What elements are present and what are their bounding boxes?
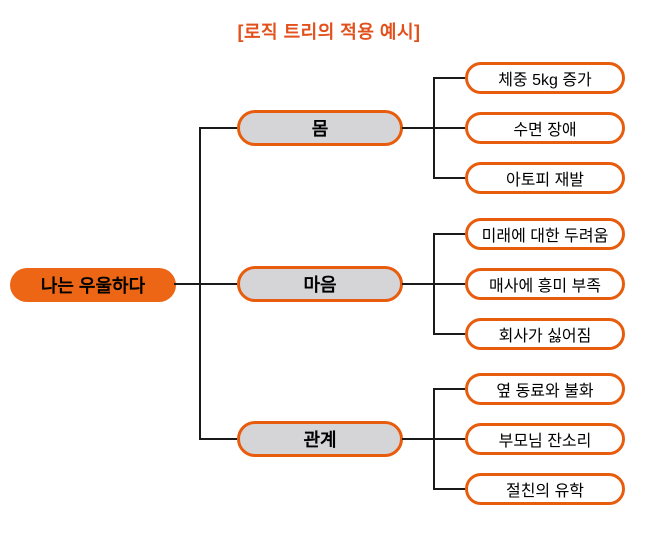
leaf-node: 부모님 잔소리 bbox=[465, 423, 625, 455]
root-node: 나는 우울하다 bbox=[10, 268, 176, 302]
diagram-title: [로직 트리의 적용 예시] bbox=[237, 22, 421, 42]
connector-g1-bottom bbox=[433, 177, 465, 179]
branch-node-body: 몸 bbox=[237, 110, 403, 146]
leaf-node: 매사에 흥미 부족 bbox=[465, 268, 625, 300]
connector-g1-spine bbox=[433, 77, 435, 179]
connector-g3-top bbox=[433, 388, 465, 390]
connector-g2-bottom bbox=[433, 333, 465, 335]
connector-branch1-horizontal bbox=[199, 127, 237, 129]
connector-g2-spine bbox=[433, 233, 435, 335]
connector-g1-top bbox=[433, 77, 465, 79]
connector-g2-top bbox=[433, 233, 465, 235]
leaf-node: 회사가 싫어짐 bbox=[465, 318, 625, 350]
connector-root-horizontal bbox=[174, 283, 237, 285]
leaf-node: 절친의 유학 bbox=[465, 473, 625, 505]
connector-g3-spine bbox=[433, 388, 435, 490]
leaf-node: 아토피 재발 bbox=[465, 162, 625, 194]
connector-branch3-horizontal bbox=[199, 438, 237, 440]
leaf-node: 미래에 대한 두려움 bbox=[465, 218, 625, 250]
branch-node-mind: 마음 bbox=[237, 266, 403, 302]
leaf-node: 옆 동료와 불화 bbox=[465, 373, 625, 405]
connector-g3-bottom bbox=[433, 488, 465, 490]
branch-node-relations: 관계 bbox=[237, 421, 403, 457]
connector-left-spine bbox=[199, 127, 201, 440]
leaf-node: 수면 장애 bbox=[465, 112, 625, 144]
leaf-node: 체중 5kg 증가 bbox=[465, 62, 625, 94]
